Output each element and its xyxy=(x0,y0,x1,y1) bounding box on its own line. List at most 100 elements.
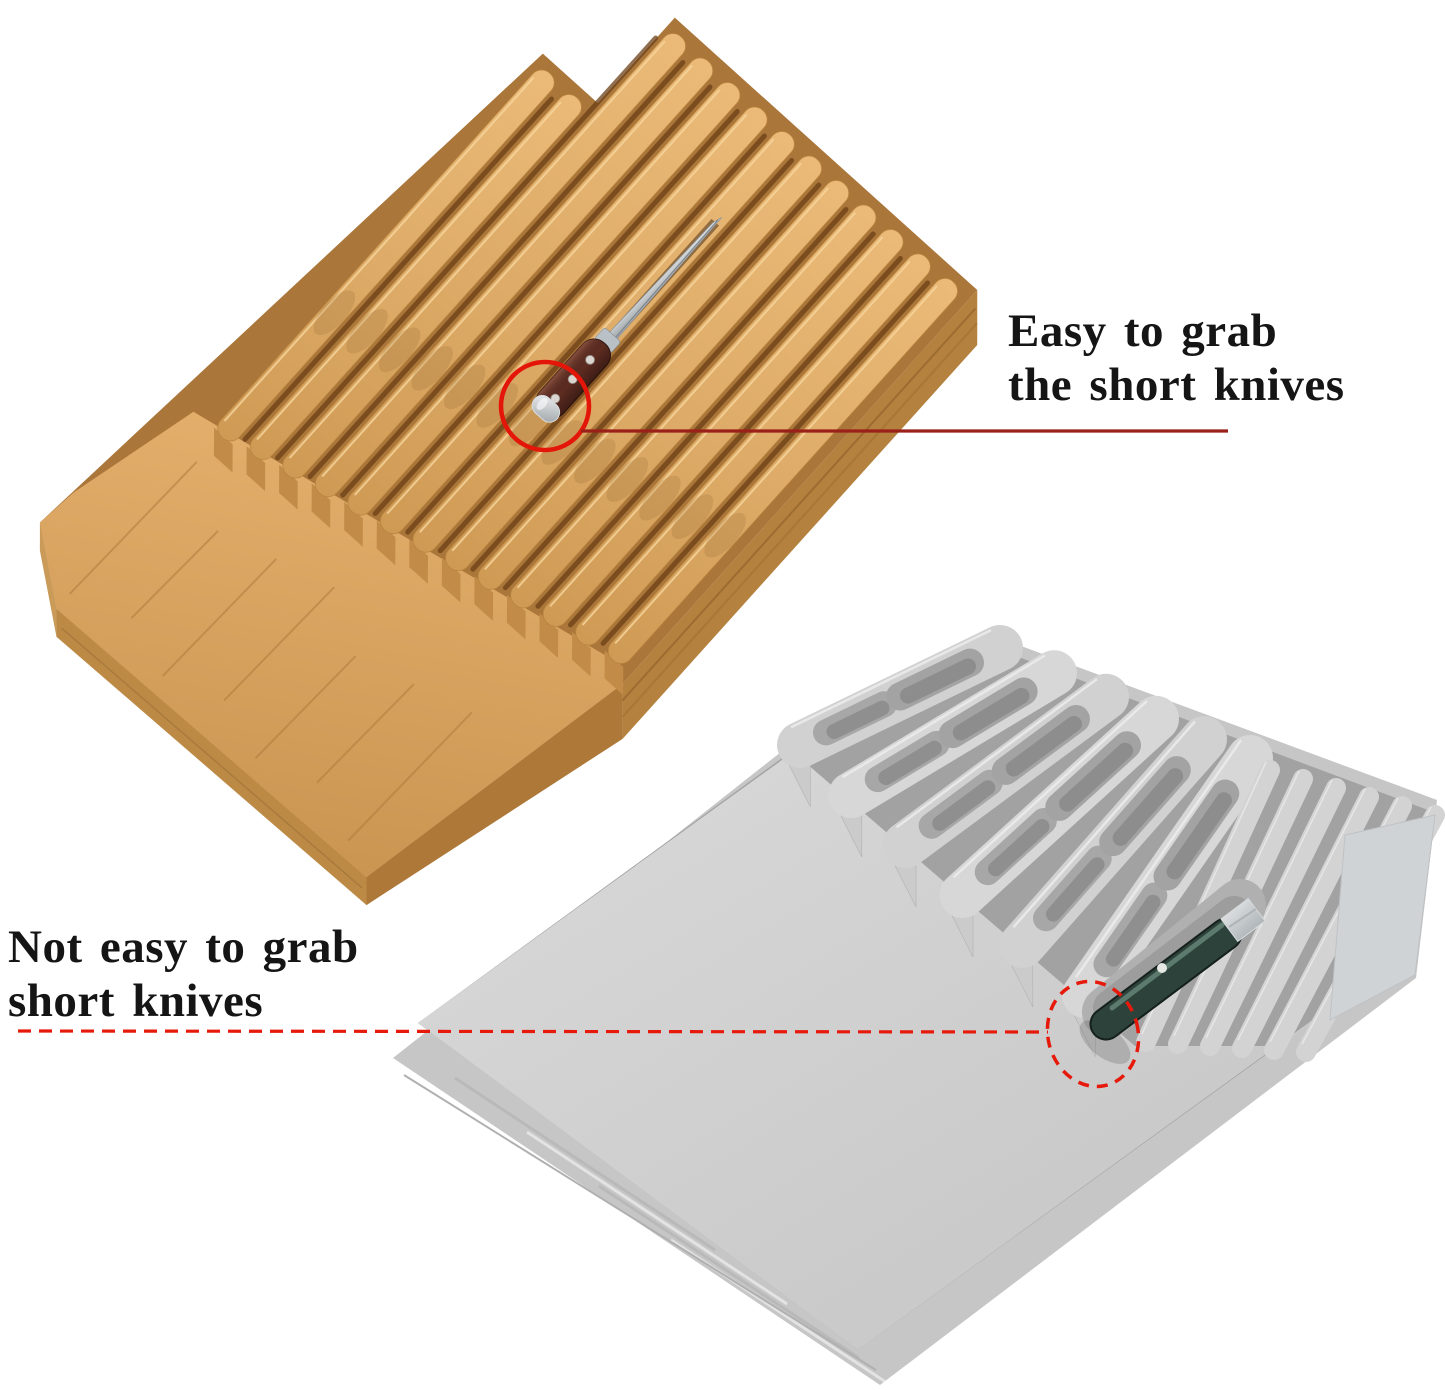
slot-gap-shadow xyxy=(470,182,822,572)
slat-highlight xyxy=(614,285,938,645)
gray-knife-block-photo xyxy=(393,625,1445,1390)
highlight-circle-dashed xyxy=(1045,979,1141,1089)
slat-front-face xyxy=(344,501,363,547)
knife-rivet xyxy=(1157,963,1167,973)
slot-gap-shadow xyxy=(405,133,767,535)
slat-dip-shading xyxy=(671,494,714,539)
slot-gap-shadow xyxy=(535,231,876,609)
bone-recess-shadow xyxy=(1112,768,1184,846)
bamboo-grain-lines xyxy=(69,461,473,842)
slat-highlight xyxy=(516,211,857,589)
grain-streak xyxy=(161,558,277,677)
bamboo-right-side-face xyxy=(622,289,978,739)
callout-noteasy-line2: short knives xyxy=(8,975,264,1027)
slat-front-face xyxy=(279,464,298,510)
slot-gap-shadow xyxy=(307,60,686,479)
slat-highlight xyxy=(451,162,802,552)
bamboo-slat xyxy=(445,155,822,572)
slat-dip-shading xyxy=(476,383,518,428)
knife-rivets xyxy=(550,354,595,404)
slat-edge-highlight xyxy=(841,654,1046,779)
bamboo-slat xyxy=(542,229,904,627)
grain-streak xyxy=(254,655,357,760)
slat-edge-highlight xyxy=(895,677,1098,829)
slat-dip-shading xyxy=(411,346,453,391)
slat-front-face xyxy=(539,613,559,658)
bone-recess-shadow xyxy=(1045,857,1105,922)
bamboo-slat xyxy=(510,204,877,609)
bamboo-slat xyxy=(575,253,931,646)
bamboo-slat xyxy=(249,94,582,460)
slot-gap-shadow xyxy=(275,35,659,461)
bamboo-knife-block-photo xyxy=(39,17,978,906)
grain-streak xyxy=(69,461,198,595)
board-lamination-line xyxy=(403,1074,877,1371)
bone-recess-shadow xyxy=(1166,792,1232,880)
slat-front-face xyxy=(213,427,233,473)
bone-recess-shadow xyxy=(952,687,1030,741)
grain-streak xyxy=(347,711,473,842)
side-groove xyxy=(621,307,977,702)
slat-front-face xyxy=(506,594,526,640)
bamboo-slat xyxy=(314,57,714,497)
grain-streak xyxy=(223,586,336,702)
slat-dip-shading xyxy=(639,475,681,521)
slat-edge-highlight xyxy=(1205,779,1333,1039)
knife-rivet xyxy=(585,354,595,365)
slat-highlight xyxy=(256,101,562,441)
callout-easy-line1: Easy to grab xyxy=(1008,305,1278,357)
slat-highlight xyxy=(386,113,748,515)
callout-not-easy-to-grab: Not easy to grab short knives xyxy=(8,920,359,1028)
callout-noteasy-line1: Not easy to grab xyxy=(8,921,359,973)
bone-recess-shadow xyxy=(988,819,1050,877)
bamboo-slat xyxy=(347,82,741,516)
knife-in-bamboo-block xyxy=(531,217,722,423)
slat-front-face xyxy=(604,650,624,696)
gray-narrow-slat xyxy=(1200,778,1346,1056)
slot-gap-shadow xyxy=(340,84,713,498)
slat-highlight xyxy=(321,64,693,478)
slat-front-face xyxy=(474,576,494,621)
highlight-circle-solid xyxy=(498,359,592,453)
cap-shine xyxy=(536,398,548,410)
cap-band xyxy=(1228,908,1257,928)
side-groove xyxy=(622,322,978,718)
grain-streak xyxy=(598,1184,860,1360)
bamboo-slat xyxy=(477,180,850,590)
slat-front-face xyxy=(441,557,461,603)
bamboo-slat xyxy=(282,33,686,479)
slat-dip-shading xyxy=(574,438,616,484)
bone-recess-shadow xyxy=(826,700,890,739)
bamboo-slat xyxy=(607,278,958,664)
bamboo-bevel-face xyxy=(39,522,57,637)
slat-front-face xyxy=(572,631,591,677)
slot-gap-shadow xyxy=(372,109,740,517)
slot-gap-shadow xyxy=(568,255,903,628)
bone-recess-shadow xyxy=(1059,742,1134,812)
grain-streak xyxy=(454,1076,716,1252)
slat-highlight xyxy=(353,89,721,496)
slat-edge-highlight xyxy=(790,629,992,729)
slat-dip-shading xyxy=(704,512,746,558)
bamboo-lower-slope-face xyxy=(366,683,623,906)
grain-streak xyxy=(130,530,219,619)
gray-knife-handle xyxy=(1091,919,1241,1039)
callout-easy-to-grab: Easy to grab the short knives xyxy=(1008,304,1345,412)
gray-grain-lines xyxy=(454,1076,901,1390)
grain-streak xyxy=(316,683,415,784)
leader-line-dashed xyxy=(17,1029,1049,1034)
slat-dip-shading xyxy=(378,327,421,373)
grain-streak xyxy=(526,1130,788,1306)
knife-in-gray-block xyxy=(1079,897,1266,1064)
bone-recess-shadow xyxy=(932,780,996,831)
bamboo-slat xyxy=(380,106,768,535)
slat-edge-highlight xyxy=(1012,720,1196,929)
bamboo-handle-ramp xyxy=(39,411,623,878)
slot-gap-shadow xyxy=(437,158,795,554)
callout-easy-line2: the short knives xyxy=(1008,359,1345,411)
slat-highlight xyxy=(288,40,666,459)
slat-edge-highlight xyxy=(952,700,1148,879)
front-lamination-line xyxy=(61,627,363,889)
